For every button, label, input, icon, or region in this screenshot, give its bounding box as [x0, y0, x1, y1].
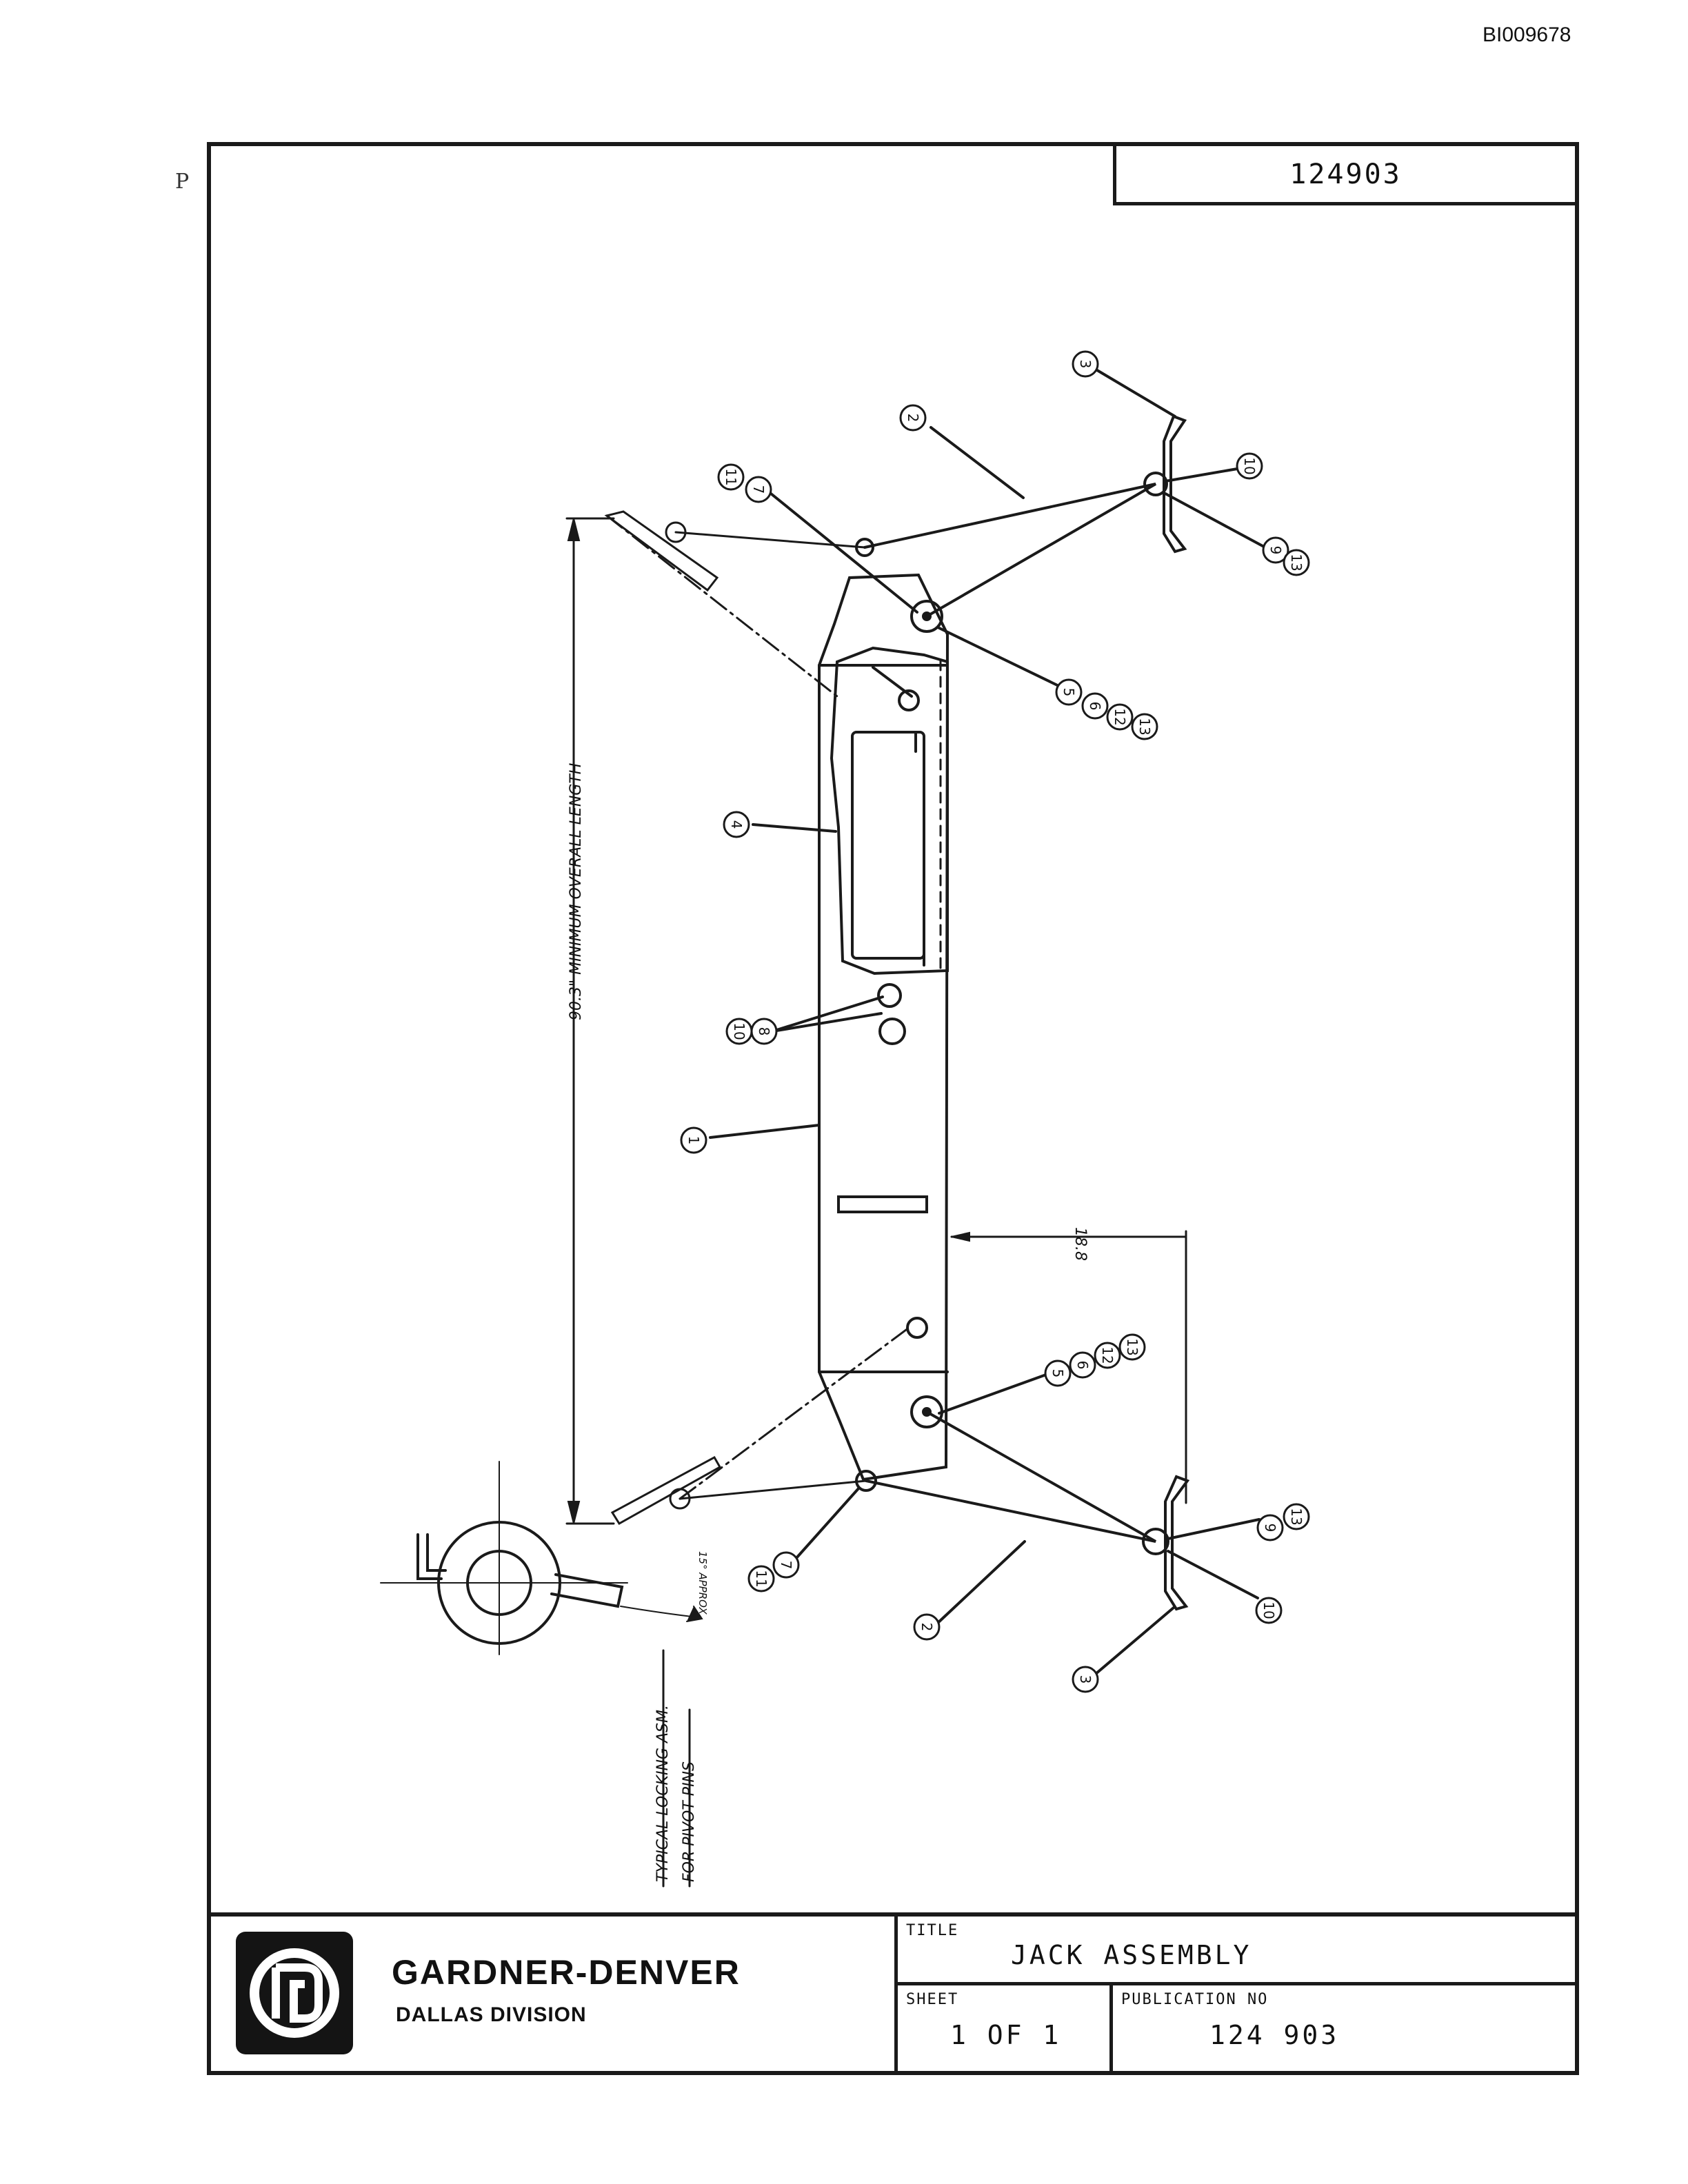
- upper-lift-pin: [910, 600, 943, 633]
- callout-9-upper: [1262, 536, 1289, 564]
- overall-length-label: 90.3" MINIMUM OVERALL LENGTH: [567, 763, 585, 1020]
- callout-9-lower: [1256, 1514, 1284, 1541]
- upper-foot-pin: [1143, 472, 1168, 496]
- publication-cell: PUBLICATION NO 124 903: [1113, 1985, 1575, 2071]
- division-name: DALLAS DIVISION: [396, 2003, 587, 2026]
- callout-5-upper-label: 5: [1061, 688, 1077, 697]
- cylinder-pin-lower: [878, 1018, 906, 1045]
- margin-mark: P: [175, 170, 190, 194]
- callout-13-mid-upper: [1131, 713, 1158, 740]
- upper-leg: [863, 483, 1157, 618]
- drawing-number-box: 124903: [1113, 146, 1575, 205]
- hydraulic-cylinder: [851, 731, 925, 960]
- lower-leg: [865, 1410, 1156, 1543]
- callout-3-upper-label: 3: [1077, 360, 1094, 369]
- drawing-number: 124903: [1289, 158, 1402, 190]
- angle-label: 15° APPROX.: [696, 1551, 709, 1618]
- title-cell: TITLE JACK ASSEMBLY: [898, 1917, 1575, 1985]
- callout-6-upper: [1081, 692, 1109, 720]
- callout-4: [723, 811, 750, 838]
- callout-6-upper-label: 6: [1087, 702, 1103, 711]
- company-name: GARDNER-DENVER: [392, 1953, 741, 1992]
- drawing-frame: [207, 142, 1579, 2075]
- locking-label-line1: TYPICAL LOCKING ASM.: [654, 1705, 672, 1882]
- callout-6-lower-label: 6: [1074, 1361, 1091, 1370]
- title-block: GARDNER-DENVER DALLAS DIVISION TITLE JAC…: [211, 1912, 1575, 2071]
- callout-9-upper-label: 9: [1267, 546, 1284, 555]
- callout-11-upper-label: 11: [723, 468, 739, 485]
- callout-2-upper: [899, 404, 927, 432]
- callout-12-lower: [1094, 1342, 1121, 1369]
- lower-foot-pin: [1142, 1528, 1169, 1555]
- callout-13-upper-label: 13: [1288, 554, 1305, 571]
- callout-10-upper: [1236, 452, 1263, 480]
- callout-12-upper-label: 12: [1112, 708, 1128, 725]
- callout-9-lower-label: 9: [1262, 1524, 1278, 1533]
- callout-7-lower: [772, 1551, 800, 1579]
- callout-11-lower: [747, 1565, 775, 1593]
- lower-foot: [1164, 1475, 1190, 1611]
- callout-1-label: 1: [685, 1136, 702, 1145]
- callout-5-lower-label: 5: [1049, 1369, 1066, 1378]
- callout-8: [750, 1018, 778, 1045]
- callout-5-upper: [1055, 678, 1083, 706]
- callout-13-lower: [1283, 1503, 1310, 1530]
- callout-2-upper-label: 2: [905, 414, 921, 423]
- upper-foot: [1163, 414, 1187, 554]
- title-caption: TITLE: [906, 1922, 959, 1939]
- callout-10-upper-label: 10: [1241, 457, 1258, 474]
- callout-1: [680, 1126, 707, 1154]
- cylinder-pin-upper: [877, 983, 902, 1008]
- callout-11-upper: [717, 463, 745, 491]
- drawing-title: JACK ASSEMBLY: [1011, 1940, 1252, 1970]
- callout-13-mid-lower: [1118, 1333, 1146, 1361]
- company-block: GARDNER-DENVER DALLAS DIVISION: [211, 1917, 898, 2071]
- callout-5-lower: [1044, 1359, 1072, 1387]
- company-logo: [236, 1932, 353, 2054]
- publication-number: 124 903: [1209, 2020, 1340, 2050]
- callout-7-upper-label: 7: [750, 485, 767, 494]
- callout-7-upper: [745, 476, 772, 503]
- callout-6-lower: [1069, 1351, 1096, 1379]
- document-id: BI009678: [1483, 23, 1571, 46]
- cylinder-housing: [830, 646, 949, 975]
- callout-3-lower: [1072, 1666, 1099, 1693]
- callout-13-mid-upper-label: 13: [1136, 718, 1153, 735]
- callout-2-lower-label: 2: [918, 1623, 935, 1632]
- callout-13-mid-lower-label: 13: [1124, 1338, 1141, 1355]
- callout-11-lower-label: 11: [753, 1570, 770, 1587]
- mid-beam-bar: [837, 1195, 928, 1213]
- locking-label-line2: FOR PIVOT PINS: [681, 1761, 698, 1882]
- sheet-cell: SHEET 1 OF 1: [898, 1985, 1113, 2071]
- callout-10-lower-label: 10: [1260, 1601, 1277, 1619]
- callout-13-upper: [1283, 549, 1310, 576]
- sheet-value: 1 OF 1: [950, 2020, 1062, 2050]
- callout-3-lower-label: 3: [1077, 1675, 1094, 1684]
- callout-2-lower: [913, 1613, 941, 1641]
- callout-10-lower: [1255, 1597, 1283, 1624]
- callout-13-lower-label: 13: [1288, 1508, 1305, 1525]
- callout-12-lower-label: 12: [1099, 1346, 1116, 1364]
- publication-caption: PUBLICATION NO: [1121, 1991, 1269, 2008]
- sheet-caption: SHEET: [906, 1991, 959, 2008]
- main-beam: [818, 573, 950, 1482]
- callout-12-upper: [1106, 703, 1134, 731]
- callout-7-lower-label: 7: [778, 1561, 794, 1570]
- callout-4-label: 4: [728, 820, 745, 829]
- callout-3-upper: [1072, 350, 1099, 378]
- dimension-18-8-label: 18.8: [1072, 1227, 1089, 1261]
- callout-8-label: 8: [756, 1027, 772, 1036]
- callout-10-mid-label: 10: [731, 1022, 747, 1040]
